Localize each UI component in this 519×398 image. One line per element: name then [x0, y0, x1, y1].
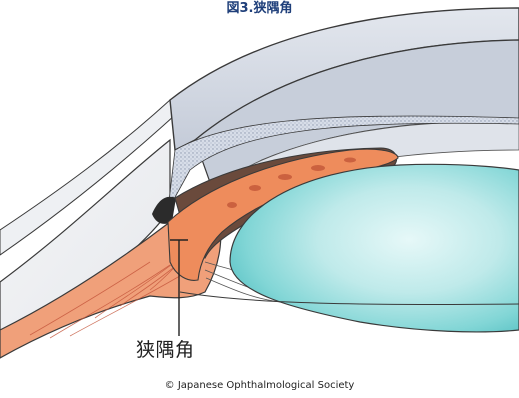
- narrow-angle-label: 狭隅角: [136, 339, 195, 361]
- copyright-notice: © Japanese Ophthalmological Society: [0, 380, 519, 392]
